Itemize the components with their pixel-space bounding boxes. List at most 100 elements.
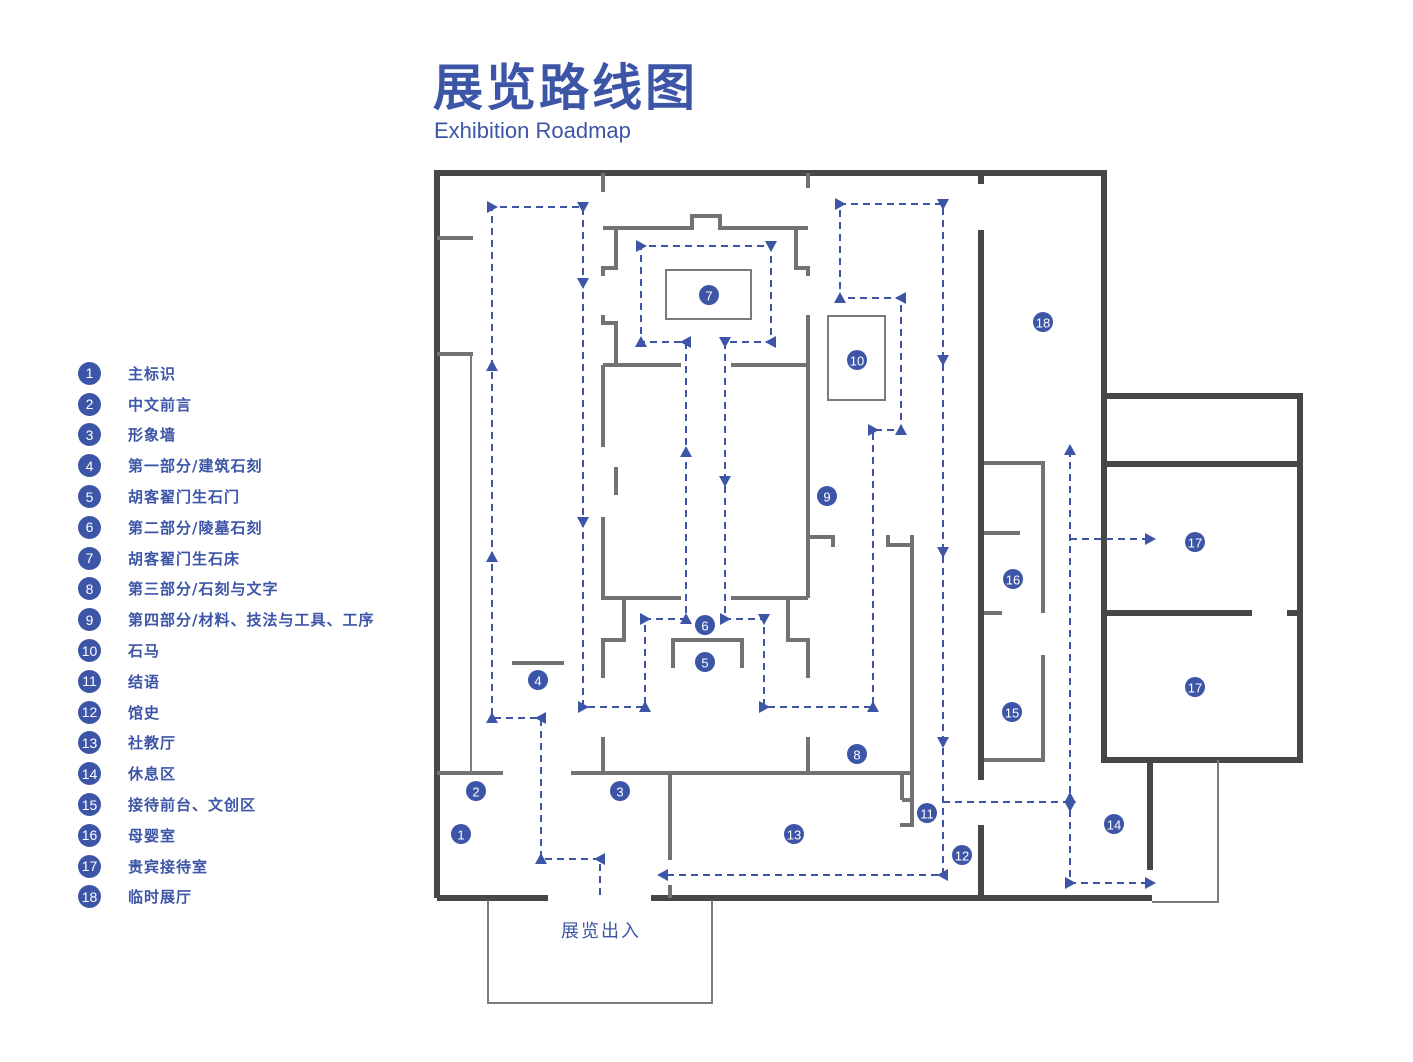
map-marker: 16 bbox=[1003, 569, 1023, 589]
legend-label: 主标识 bbox=[128, 364, 177, 383]
legend-label: 母婴室 bbox=[128, 826, 177, 845]
marker-number: 11 bbox=[920, 807, 934, 822]
legend-label: 中文前言 bbox=[128, 395, 193, 414]
map-marker: 11 bbox=[917, 803, 937, 823]
legend-number-badge: 17 bbox=[78, 854, 101, 878]
marker-circle bbox=[784, 824, 804, 844]
marker-circle bbox=[466, 781, 486, 801]
arrow-icon bbox=[486, 551, 498, 562]
legend-number-badge: 10 bbox=[78, 639, 101, 663]
arrow-icon bbox=[834, 292, 846, 303]
legend-number-badge: 1 bbox=[78, 361, 101, 385]
map-marker: 1 bbox=[451, 824, 471, 844]
marker-number: 5 bbox=[701, 656, 708, 671]
arrow-icon bbox=[895, 424, 907, 435]
marker-circle bbox=[1033, 312, 1053, 332]
arrow-icon bbox=[680, 336, 691, 348]
arrow-icon bbox=[758, 614, 770, 625]
marker-circle bbox=[1003, 569, 1023, 589]
map-marker: 15 bbox=[1002, 702, 1022, 722]
marker-circle bbox=[952, 845, 972, 865]
arrow-icon bbox=[719, 337, 731, 348]
arrow-icon bbox=[639, 701, 651, 712]
marker-circle bbox=[528, 670, 548, 690]
legend-item: 11 结语 bbox=[78, 666, 374, 697]
legend-label: 结语 bbox=[128, 672, 161, 691]
marker-number: 12 bbox=[955, 849, 969, 864]
arrow-icon bbox=[636, 240, 647, 252]
arrow-icon bbox=[535, 853, 547, 864]
arrow-icon bbox=[486, 360, 498, 371]
arrow-icon bbox=[577, 517, 589, 528]
arrow-icon bbox=[1064, 444, 1076, 455]
legend-number-badge: 4 bbox=[78, 454, 101, 478]
marker-circle bbox=[1002, 702, 1022, 722]
arrow-icon bbox=[640, 613, 651, 625]
arrow-icon bbox=[577, 278, 589, 289]
legend-label: 第二部分/陵墓石刻 bbox=[128, 518, 263, 537]
map-marker: 2 bbox=[466, 781, 486, 801]
marker-circle bbox=[695, 615, 715, 635]
map-marker: 5 bbox=[695, 652, 715, 672]
legend-label: 胡客翟门生石门 bbox=[128, 488, 241, 507]
legend-number-badge: 6 bbox=[78, 515, 101, 539]
legend-item: 1 主标识 bbox=[78, 358, 374, 389]
arrow-icon bbox=[680, 613, 692, 624]
legend-item: 17 贵宾接待室 bbox=[78, 851, 374, 882]
arrow-icon bbox=[765, 336, 776, 348]
legend-label: 临时展厅 bbox=[128, 888, 193, 907]
legend-item: 16 母婴室 bbox=[78, 820, 374, 851]
marker-number: 13 bbox=[787, 828, 801, 843]
arrow-icon bbox=[719, 476, 731, 487]
arrow-icon bbox=[868, 424, 879, 436]
map-marker: 13 bbox=[784, 824, 804, 844]
legend-number-badge: 15 bbox=[78, 793, 101, 817]
legend-number-badge: 16 bbox=[78, 823, 101, 847]
marker-number: 17 bbox=[1188, 681, 1202, 696]
route-arrows bbox=[486, 198, 1156, 889]
marker-circle bbox=[610, 781, 630, 801]
marker-circle bbox=[847, 744, 867, 764]
map-marker: 17 bbox=[1185, 532, 1205, 552]
marker-number: 16 bbox=[1006, 573, 1020, 588]
arrow-icon bbox=[765, 241, 777, 252]
legend-label: 贵宾接待室 bbox=[128, 857, 209, 876]
legend-item: 6 第二部分/陵墓石刻 bbox=[78, 512, 374, 543]
arrow-icon bbox=[486, 712, 498, 723]
legend-item: 18 临时展厅 bbox=[78, 882, 374, 913]
arrow-icon bbox=[937, 547, 949, 558]
entrance-label: 展览出入 bbox=[561, 921, 641, 942]
arrow-icon bbox=[578, 701, 589, 713]
page-title: 展览路线图 bbox=[433, 59, 698, 117]
marker-number: 10 bbox=[850, 354, 864, 369]
marker-number: 7 bbox=[705, 289, 712, 304]
arrow-icon bbox=[895, 292, 906, 304]
arrow-icon bbox=[937, 737, 949, 748]
marker-circle bbox=[695, 652, 715, 672]
map-marker: 18 bbox=[1033, 312, 1053, 332]
legend-number-badge: 11 bbox=[78, 669, 101, 693]
arrow-icon bbox=[1065, 877, 1076, 889]
legend-number-badge: 5 bbox=[78, 485, 101, 509]
map-marker: 6 bbox=[695, 615, 715, 635]
marker-number: 9 bbox=[823, 490, 830, 505]
arrow-icon bbox=[577, 202, 589, 213]
map-marker: 3 bbox=[610, 781, 630, 801]
arrow-icon bbox=[487, 201, 498, 213]
legend-number-badge: 2 bbox=[78, 392, 101, 416]
arrow-icon bbox=[835, 198, 846, 210]
map-marker: 10 bbox=[847, 350, 867, 370]
arrow-icon bbox=[937, 355, 949, 366]
legend-number-badge: 18 bbox=[78, 885, 101, 909]
marker-number: 14 bbox=[1107, 818, 1121, 833]
